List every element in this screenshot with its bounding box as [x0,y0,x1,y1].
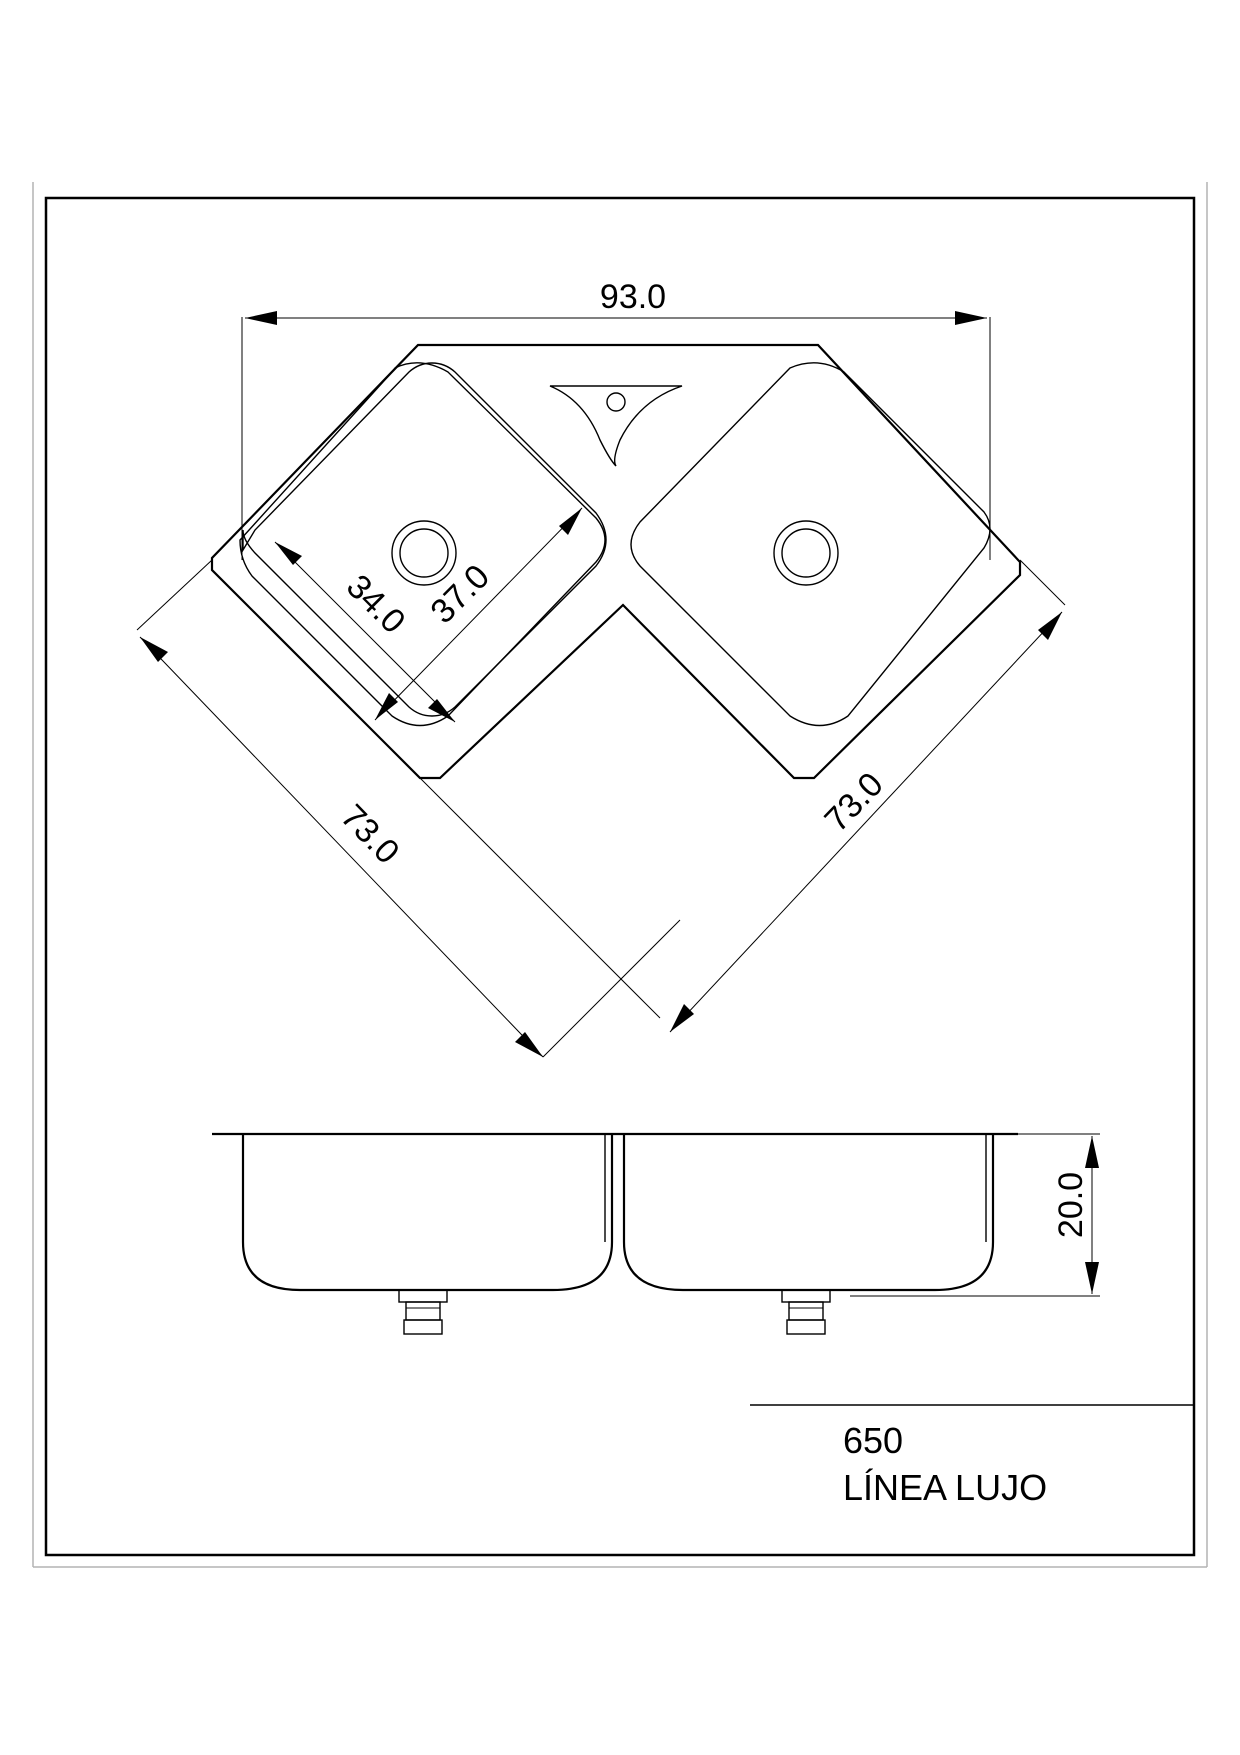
dimension-depth: 20.0 [850,1133,1100,1297]
right-drain [773,520,839,586]
sheet-frame [32,182,1208,1568]
depth-label: 20.0 [1052,1172,1090,1238]
top-view [210,343,1022,780]
model-line: LÍNEA LUJO [843,1467,1047,1508]
left-basin-section [241,1134,614,1292]
dimension-bowl-width: 34.0 [274,541,456,723]
title-block: 650 LÍNEA LUJO [750,1404,1194,1508]
left-drain [391,520,457,586]
inner-frame [44,196,1196,1557]
bowl-length-label: 37.0 [423,557,497,631]
left-side-label: 73.0 [333,797,406,871]
right-side-label: 73.0 [817,765,890,839]
dimension-left-side: 73.0 [136,559,661,1058]
left-drain-pipe [398,1289,448,1335]
left-bowl [242,362,607,717]
sink-outer-outline [210,343,1022,780]
overall-width-label: 93.0 [600,278,666,316]
faucet-plate [549,385,683,467]
front-view [212,1132,1018,1335]
right-drain-pipe [781,1289,831,1335]
dimension-right-side: 73.0 [542,559,1066,1058]
right-bowl [630,362,991,727]
right-basin-section [622,1134,995,1292]
dimension-overall-width: 93.0 [241,278,991,560]
model-number: 650 [843,1420,903,1461]
bowl-width-label: 34.0 [339,567,413,641]
